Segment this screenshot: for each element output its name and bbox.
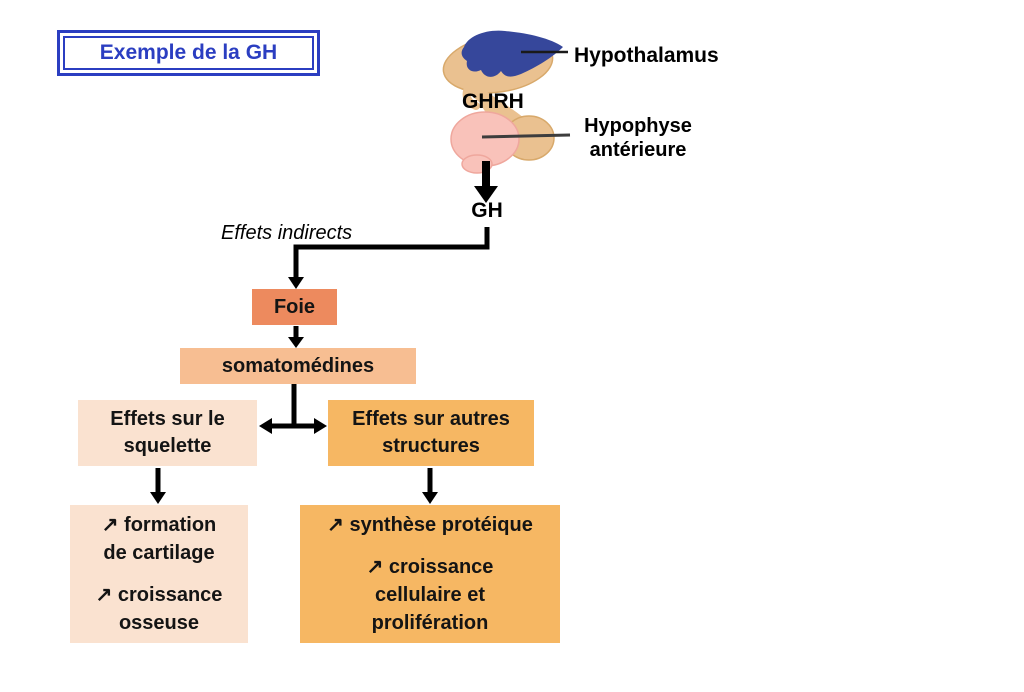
autres-detail-line: prolifération xyxy=(371,612,489,634)
hypophyse-pointer-line xyxy=(481,133,571,139)
squelette-details-box: ↗ formation de cartilage ↗ croissance os… xyxy=(70,505,248,643)
autres-detail-line: ↗ croissance xyxy=(366,556,494,578)
squelette-down-arrow xyxy=(150,468,166,504)
autres-details-box: ↗ synthèse protéique ↗ croissance cellul… xyxy=(300,505,560,643)
autres-detail-item: ↗ croissance cellulaire et prolifération xyxy=(367,553,494,637)
squelette-detail-line: de cartilage xyxy=(103,542,215,564)
squelette-detail-line: ↗ formation xyxy=(101,514,217,536)
hypophyse-label: Hypophyse antérieure xyxy=(566,114,710,162)
somatomedines-split-arrows xyxy=(259,384,327,434)
hypothalamus-label: Hypothalamus xyxy=(574,44,719,67)
effets-squelette-line2: squelette xyxy=(123,435,212,457)
brain-tissue-shape xyxy=(442,34,554,94)
posterior-lobe-shape xyxy=(503,115,555,161)
gh-arrow xyxy=(474,161,498,203)
effets-autres-box: Effets sur autres structures xyxy=(328,400,534,466)
page-title: Exemple de la GH xyxy=(63,36,314,70)
effets-autres-line1: Effets sur autres xyxy=(352,408,510,430)
ghrh-label: GHRH xyxy=(462,90,524,113)
anterior-pituitary-bump-shape xyxy=(461,154,493,174)
somatomedines-label: somatomédines xyxy=(221,354,375,377)
foie-box: Foie xyxy=(252,289,337,325)
effets-squelette-line1: Effets sur le xyxy=(110,408,225,430)
effets-squelette-box: Effets sur le squelette xyxy=(78,400,257,466)
autres-down-arrow xyxy=(422,468,438,504)
hypophyse-label-line1: Hypophyse xyxy=(584,115,692,137)
autres-detail-line: cellulaire et xyxy=(374,584,486,606)
anterior-pituitary-shape xyxy=(450,111,520,167)
squelette-detail-line: ↗ croissance xyxy=(95,584,223,606)
autres-detail-line: ↗ synthèse protéique xyxy=(327,514,533,536)
gh-label: GH xyxy=(471,199,503,222)
foie-to-somatomedines-arrow xyxy=(288,326,304,348)
squelette-detail-item: ↗ formation de cartilage xyxy=(102,511,217,567)
foie-label: Foie xyxy=(273,295,316,318)
effets-indirects-label: Effets indirects xyxy=(221,222,353,244)
hypophyse-label-line2: antérieure xyxy=(589,139,687,161)
title-box: Exemple de la GH xyxy=(57,30,320,76)
somatomedines-box: somatomédines xyxy=(180,348,416,384)
hypothalamus-shape xyxy=(461,30,563,77)
effets-autres-line2: structures xyxy=(382,435,480,457)
autres-detail-item: ↗ synthèse protéique xyxy=(327,511,533,539)
squelette-detail-line: osseuse xyxy=(118,612,200,634)
squelette-detail-item: ↗ croissance osseuse xyxy=(96,581,223,637)
